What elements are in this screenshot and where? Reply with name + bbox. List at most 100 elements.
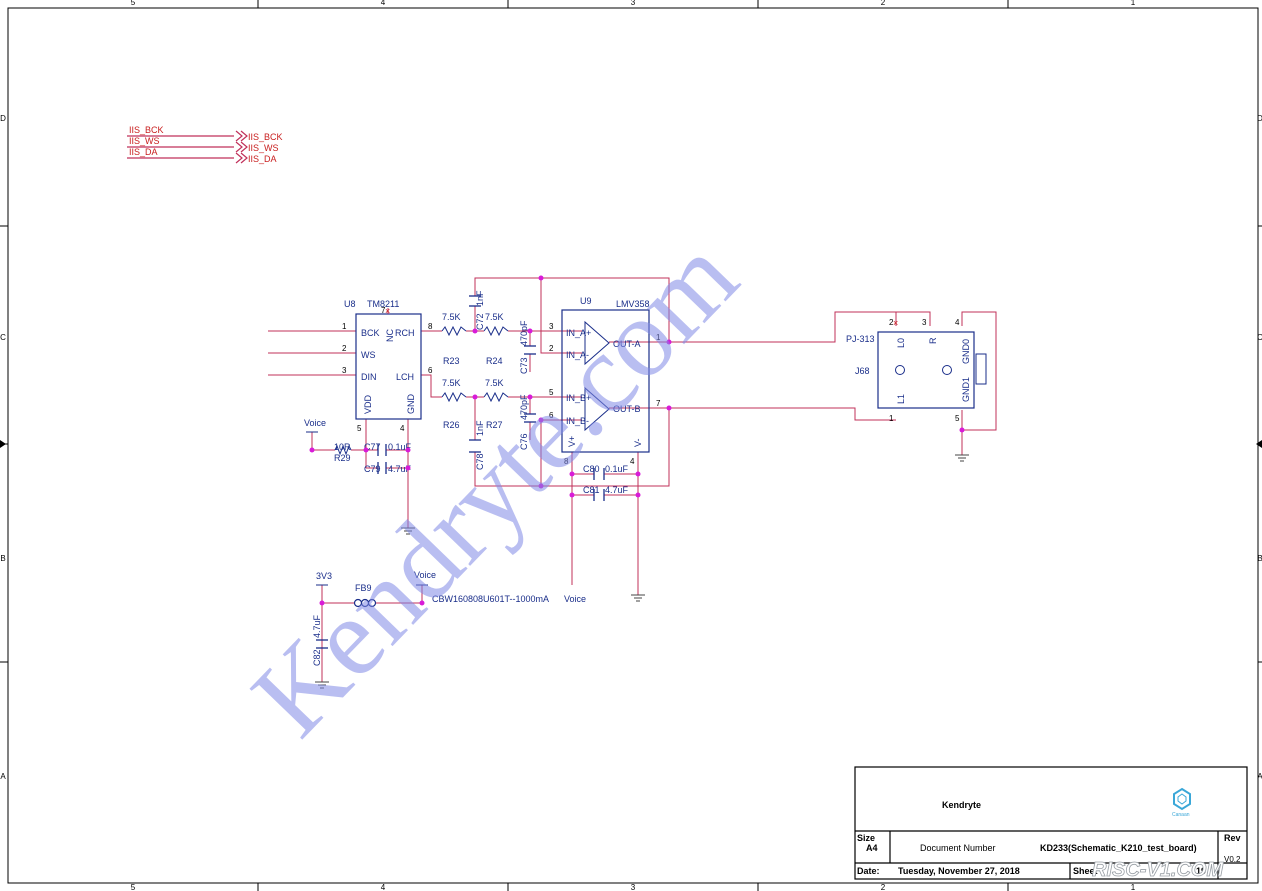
port-arrow-icon [235, 152, 243, 164]
title-block: Kendryte Size A4 Document Number KD233(S… [854, 766, 1248, 880]
c72-ref: C72 [475, 313, 485, 330]
junction-dot [666, 339, 672, 345]
power-label-voice: Voice [304, 418, 326, 428]
top-col-label: 5 [131, 0, 136, 7]
j68-ref: J68 [855, 366, 870, 376]
c76-ref: C76 [519, 433, 529, 450]
u9-pin-in-a-neg: IN_A- [566, 350, 589, 360]
port-label-iis-da: IIS_DA [248, 154, 277, 164]
c79-symbol [377, 462, 387, 474]
top-col-label: 2 [881, 0, 886, 7]
port-arrow-icon [235, 141, 243, 153]
sheet-of-value: 19 [1196, 866, 1206, 876]
right-row-label: B [1257, 554, 1262, 563]
c73-symbol [524, 345, 536, 355]
resistors [334, 325, 509, 456]
j68-label-l0: L0 [896, 338, 906, 348]
u9-pin-out-b: OUT-B [613, 404, 641, 414]
r23-ref: R23 [443, 356, 460, 366]
u9-pin-in-b-pos: IN_B+ [566, 393, 591, 403]
junction-dot [472, 328, 478, 334]
company-name: Kendryte [942, 800, 981, 810]
r27-value: 7.5K [485, 378, 504, 388]
u8-pin-rch: RCH [395, 328, 415, 338]
j68-label-gnd1: GND1 [961, 377, 971, 402]
date-label: Date: [857, 866, 880, 876]
rev-label: Rev [1224, 833, 1241, 843]
top-col-label: 1 [1131, 0, 1136, 7]
port-arrow-icon [240, 152, 248, 164]
u8-value: TM8211 [367, 299, 399, 309]
u8-pin-din: DIN [361, 372, 377, 382]
j68-label-r: R [928, 337, 938, 344]
r24-symbol [483, 325, 509, 337]
port-label-iis-ws: IIS_WS [248, 143, 279, 153]
power-label-voice: Voice [414, 570, 436, 580]
bottom-col-label: 3 [631, 883, 636, 891]
c77-symbol [377, 444, 387, 456]
c82-value: 4.7uF [312, 614, 322, 638]
c78-value: 1nF [475, 420, 485, 436]
c80-symbol [593, 468, 605, 480]
bottom-col-label: 5 [131, 883, 136, 891]
opamp-a-triangle-icon [584, 320, 610, 366]
c73-value: 470pF [519, 320, 529, 346]
wires [268, 277, 997, 682]
u9-pin-in-a-pos: IN_A+ [566, 328, 591, 338]
r29-ref: R29 [334, 453, 351, 463]
jack-hole-icon [942, 365, 952, 375]
u8-tm8211: × U8 TM8211 BCK WS DIN RCH LCH VDD GND N… [342, 299, 433, 433]
top-col-label: 3 [631, 0, 636, 7]
junction-dot [635, 471, 641, 477]
c77-value: 0.1uF [388, 442, 412, 452]
u8-ref: U8 [344, 299, 356, 309]
size-label: Size [857, 833, 875, 843]
power-symbols [306, 431, 428, 586]
net-label-iis-da: IIS_DA [129, 147, 158, 157]
logo-caption: Canaan [1172, 812, 1190, 818]
u8-pin-number: 1 [342, 322, 347, 331]
u9-pin-number: 3 [549, 322, 554, 331]
j68-audio-jack: × PJ-313 J68 L0 R L1 GND0 GND1 2 3 4 1 5 [846, 318, 987, 423]
power-label-voice: Voice [564, 594, 586, 604]
r23-symbol [441, 325, 467, 337]
nc-pin-marker-icon: × [893, 318, 898, 328]
right-row-label: A [1257, 772, 1262, 781]
left-row-label: A [0, 772, 6, 781]
r23-value: 7.5K [442, 312, 461, 322]
u9-pin-number: 8 [564, 457, 569, 466]
u8-pin-gnd: GND [406, 394, 416, 415]
r29-value: 10R [334, 442, 351, 452]
u8-pin-number: 4 [400, 424, 405, 433]
u9-pin-vneg: V- [633, 438, 643, 447]
power-labels: Voice 3V3 Voice Voice [304, 418, 586, 604]
junction-dot [472, 394, 478, 400]
opamp-b-triangle-icon [584, 386, 610, 432]
j68-label-gnd0: GND0 [961, 339, 971, 364]
c81-value: 4.7uF [605, 485, 629, 495]
u8-pin-bck: BCK [361, 328, 380, 338]
document-number-label: Document Number [920, 843, 996, 853]
u8-pin-ws: WS [361, 350, 376, 360]
junction-dot [527, 328, 533, 334]
ground-icon [401, 527, 415, 535]
junction-dot [363, 447, 369, 453]
fb9-value: CBW160808U601T--1000mA [432, 594, 549, 604]
u9-pin-vpos: V+ [567, 436, 577, 447]
u9-pin-number: 6 [549, 411, 554, 420]
frame-arrow-right [1256, 440, 1262, 448]
c82-symbol [316, 639, 328, 649]
bottom-col-label: 2 [881, 883, 886, 891]
corner-watermark: RISC-V1.COM [1092, 859, 1224, 881]
jack-hole-icon [895, 365, 905, 375]
junction-dot [569, 492, 575, 498]
port-arrow-icon [240, 141, 248, 153]
iis-port-block: IIS_BCK IIS_WS IIS_DA IIS_BCK IIS_WS IIS… [127, 125, 283, 164]
r26-symbol [441, 391, 467, 403]
u8-pin-nc: NC [385, 329, 395, 342]
c79-value: 4.7uF [388, 464, 412, 474]
r27-ref: R27 [486, 420, 503, 430]
r24-value: 7.5K [485, 312, 504, 322]
jack-body-icon [975, 353, 987, 385]
u9-value: LMV358 [616, 299, 650, 309]
